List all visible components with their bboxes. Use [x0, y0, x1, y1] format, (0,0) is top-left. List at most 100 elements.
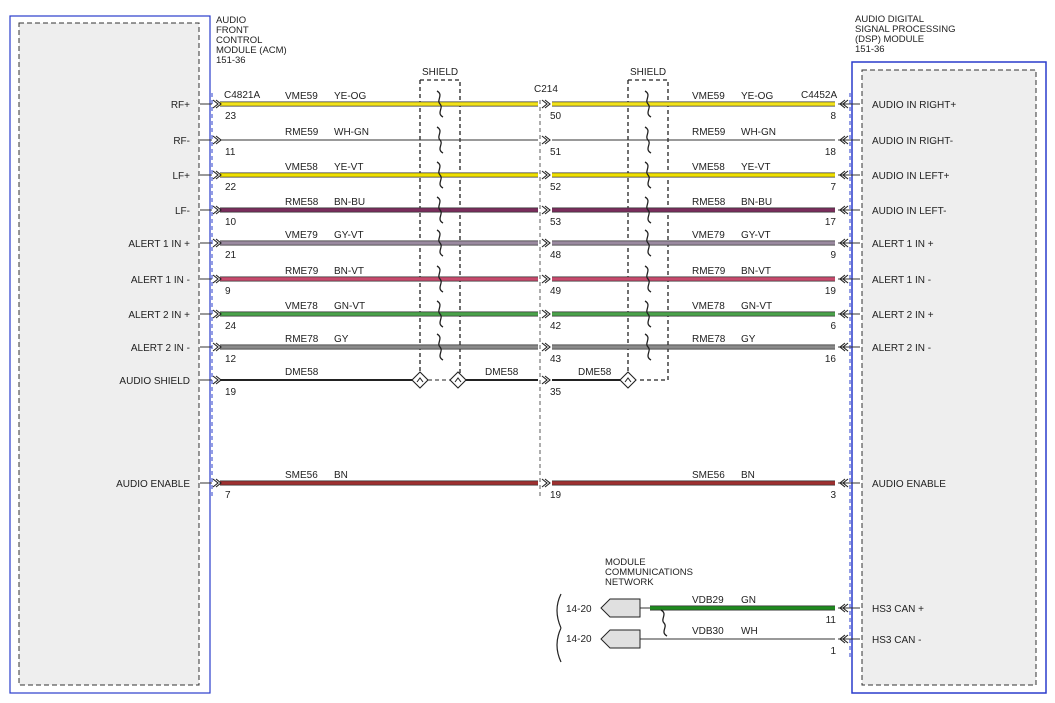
terminal-arrow-icon	[839, 99, 846, 109]
terminal-arrow-icon	[839, 309, 846, 319]
connector-plug-icon	[600, 598, 641, 618]
signal-label: ALERT 2 IN -	[872, 343, 931, 354]
terminal-arrow-icon	[839, 603, 846, 613]
twisted-pair-icon	[644, 265, 652, 293]
connector-plug-icon	[600, 629, 641, 649]
circuit-number: VDB30	[692, 626, 724, 637]
terminal-arrow-icon	[544, 135, 551, 145]
twisted-pair-icon	[436, 126, 444, 154]
shield-drain-icon	[449, 371, 467, 389]
circuit-number: DME58	[285, 367, 319, 378]
shield-drain-icon	[416, 377, 424, 383]
signal-label: ALERT 1 IN +	[128, 239, 190, 250]
pin-number: 8	[830, 111, 836, 122]
terminal-arrow-icon	[839, 205, 846, 215]
wire-color-code: GN	[741, 595, 756, 606]
circuit-number: RME79	[285, 266, 319, 277]
shield-label: SHIELD	[630, 67, 666, 78]
pin-number: 7	[225, 490, 231, 501]
pin-number: 43	[550, 354, 562, 365]
terminal-arrow-icon	[839, 238, 846, 248]
pin-number: 53	[550, 217, 562, 228]
terminal-arrow-icon	[842, 274, 849, 284]
pin-number: 48	[550, 250, 562, 261]
terminal-arrow-icon	[541, 99, 548, 109]
pin-number: 12	[225, 354, 237, 365]
terminal-arrow-icon	[544, 274, 551, 284]
twisted-pair-icon	[436, 333, 444, 361]
terminal-arrow-icon	[842, 342, 849, 352]
pin-number: 19	[550, 490, 562, 501]
signal-label: LF+	[172, 171, 190, 182]
twisted-pair-icon	[660, 609, 668, 637]
signal-label: ALERT 1 IN +	[872, 239, 934, 250]
twisted-pair-icon	[644, 300, 652, 328]
terminal-arrow-icon	[541, 135, 548, 145]
terminal-arrow-icon	[842, 634, 849, 644]
wire-color-code: YE-VT	[741, 162, 770, 173]
wire-color-code: BN	[334, 470, 348, 481]
terminal-arrow-icon	[541, 375, 548, 385]
terminal-arrow-icon	[839, 274, 846, 284]
circuit-number: VME78	[285, 301, 318, 312]
terminal-arrow-icon	[215, 135, 222, 145]
wire-color-code: WH-GN	[741, 127, 776, 138]
circuit-number: VME58	[692, 162, 725, 173]
terminal-arrow-icon	[215, 170, 222, 180]
dsp-connector-label: C4452A	[801, 90, 837, 101]
terminal-arrow-icon	[842, 170, 849, 180]
wire-color-code: WH	[741, 626, 758, 637]
wire-color-code: YE-VT	[334, 162, 363, 173]
wire-color-code: BN-BU	[741, 197, 772, 208]
terminal-arrow-icon	[541, 274, 548, 284]
terminal-arrow-icon	[839, 342, 846, 352]
acm-module-body	[18, 22, 200, 686]
pin-number: 42	[550, 321, 562, 332]
terminal-arrow-icon	[544, 478, 551, 488]
terminal-arrow-icon	[541, 170, 548, 180]
shield-drain-icon	[411, 371, 429, 389]
signal-label: RF+	[171, 100, 190, 111]
signal-label: ALERT 1 IN -	[131, 275, 190, 286]
shield-drain-icon	[619, 371, 637, 389]
terminal-arrow-icon	[544, 99, 551, 109]
twisted-pair-icon	[436, 300, 444, 328]
circuit-number: RME58	[692, 197, 726, 208]
circuit-number: RME78	[285, 334, 319, 345]
wire-color-code: BN	[741, 470, 755, 481]
terminal-arrow-icon	[212, 342, 219, 352]
terminal-arrow-icon	[212, 205, 219, 215]
terminal-arrow-icon	[212, 375, 219, 385]
network-block: MODULE COMMUNICATIONS NETWORK 14-20 14-2…	[556, 557, 693, 663]
pin-number: 1	[830, 646, 836, 657]
terminal-arrow-icon	[839, 170, 846, 180]
terminal-arrow-icon	[541, 205, 548, 215]
signal-label: RF-	[173, 136, 190, 147]
terminal-arrow-icon	[212, 170, 219, 180]
wire-color-code: YE-OG	[334, 91, 366, 102]
acm-title-line: CONTROL	[216, 35, 262, 46]
terminal-arrow-icon	[842, 205, 849, 215]
terminal-arrow-icon	[212, 238, 219, 248]
twisted-pair-icon	[436, 229, 444, 257]
shield-right-box	[627, 79, 669, 381]
terminal-arrow-icon	[212, 274, 219, 284]
terminal-arrow-icon	[842, 238, 849, 248]
network-title-line: COMMUNICATIONS	[605, 567, 693, 578]
pin-number: 21	[225, 250, 237, 261]
terminal-arrow-icon	[215, 274, 222, 284]
signal-label: ALERT 2 IN -	[131, 343, 190, 354]
inline-connector-label: C214	[534, 84, 558, 95]
wire-color-code: BN-VT	[741, 266, 771, 277]
shield-drain-icon	[624, 377, 632, 383]
network-title-line: MODULE	[605, 557, 646, 568]
twisted-pair-icon	[644, 333, 652, 361]
acm-connector-label: C4821A	[224, 90, 260, 101]
pin-number: 23	[225, 111, 237, 122]
wire-color-code: GY	[741, 334, 756, 345]
pin-number: 9	[830, 250, 836, 261]
terminal-arrow-icon	[544, 342, 551, 352]
signal-label: AUDIO ENABLE	[116, 479, 190, 490]
dsp-module	[849, 61, 1047, 694]
